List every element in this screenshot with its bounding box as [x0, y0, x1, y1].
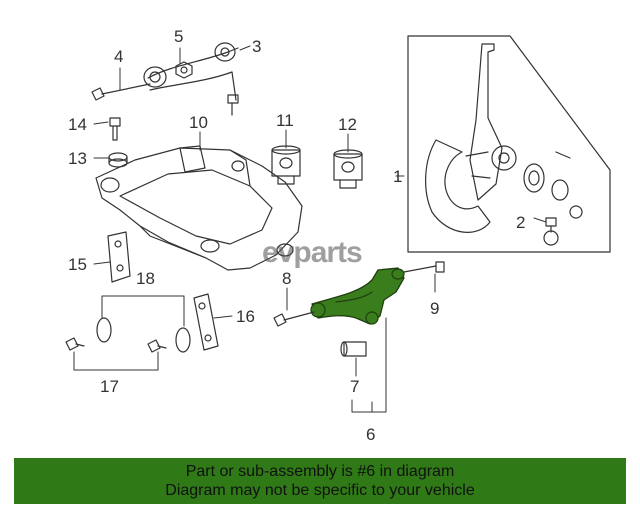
callout-16: 16: [236, 307, 255, 326]
callout-7: 7: [350, 377, 359, 396]
exploded-parts-diagram: 1 2 3 4 5 6 7 8 9 10 11 12 13 14 15 16 1…: [65, 27, 611, 444]
washer-13: [108, 152, 128, 168]
callout-15: 15: [68, 255, 87, 274]
callout-1: 1: [393, 167, 402, 186]
knuckle-assembly-1: [407, 35, 611, 253]
callout-12: 12: [338, 115, 357, 134]
bolt-14: [109, 117, 121, 141]
bolt-4: [91, 83, 151, 101]
subframe-10: [95, 145, 303, 271]
callout-9: 9: [430, 299, 439, 318]
banner-line-1: Part or sub-assembly is #6 in diagram: [185, 463, 455, 480]
nut-5: [175, 61, 193, 79]
bracket-15: [107, 231, 131, 283]
ball-joint-2: [543, 217, 559, 246]
callout-8: 8: [282, 269, 291, 288]
banner-line-2: Diagram may not be specific to your vehi…: [165, 482, 475, 499]
shims-18: [96, 317, 191, 353]
bushing-12: [333, 149, 363, 189]
callout-13: 13: [68, 149, 87, 168]
callout-6: 6: [366, 425, 375, 444]
callout-18: 18: [136, 269, 155, 288]
site-watermark: evparts: [262, 236, 363, 269]
callout-4: 4: [114, 47, 123, 66]
callout-17: 17: [100, 377, 119, 396]
leader-lines: [73, 45, 547, 413]
bolt-9: [403, 261, 445, 273]
bushing-7: [340, 341, 367, 357]
callout-5: 5: [174, 27, 183, 46]
callout-numbers: 1 2 3 4 5 6 7 8 9 10 11 12 13 14 15 16 1…: [68, 27, 525, 444]
bracket-16: [193, 293, 219, 351]
callout-2: 2: [516, 213, 525, 232]
bushing-11: [271, 145, 301, 185]
callout-14: 14: [68, 115, 87, 134]
callout-3: 3: [252, 37, 261, 56]
callout-11: 11: [276, 111, 294, 130]
lower-control-arm-6: [310, 267, 405, 325]
bolts-17: [65, 337, 167, 353]
upper-control-arm: [143, 42, 239, 116]
bolt-8: [273, 311, 315, 327]
callout-10: 10: [189, 113, 208, 132]
info-banner: Part or sub-assembly is #6 in diagram Di…: [14, 458, 626, 504]
